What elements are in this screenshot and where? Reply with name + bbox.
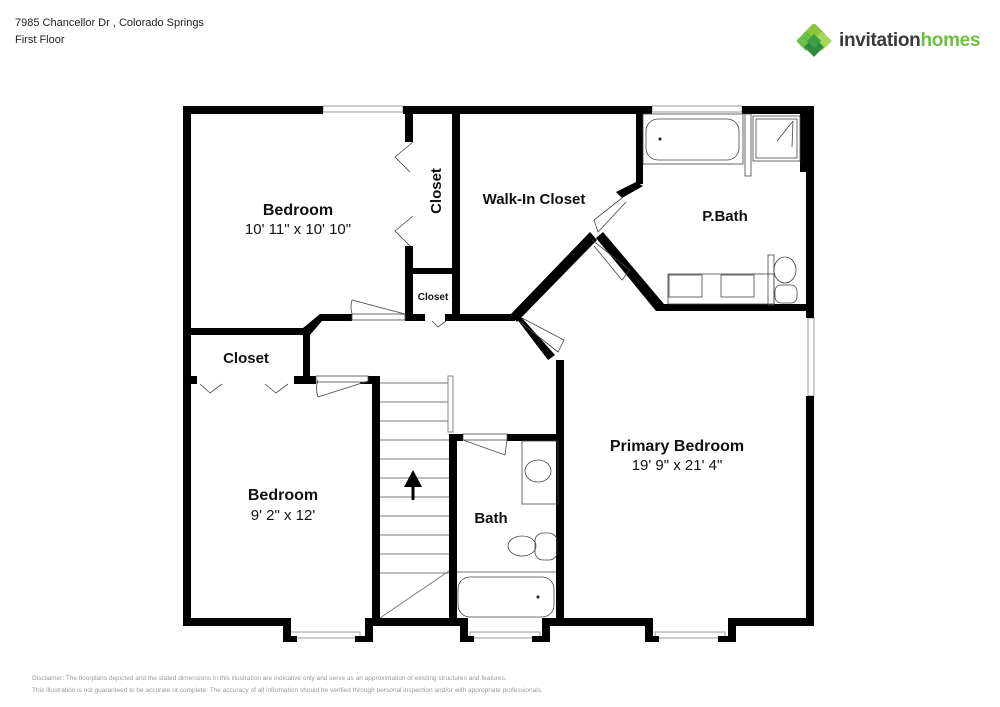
logo-text: invitationhomes — [839, 30, 981, 51]
bath-name: Bath — [474, 510, 507, 527]
closet2-name: Closet — [418, 292, 449, 303]
windows — [289, 105, 815, 639]
staircase — [379, 382, 450, 619]
invitation-homes-logo: invitationhomes — [797, 24, 981, 58]
toilet-bath — [507, 535, 537, 557]
bedroom1-dims: 10' 11" x 10' 10" — [245, 221, 351, 238]
property-header: 7985 Chancellor Dr , Colorado Springs Fi… — [15, 15, 204, 49]
stair-up-arrow-icon — [404, 470, 422, 500]
pbath-name: P.Bath — [702, 208, 748, 225]
primary-name: Primary Bedroom — [610, 438, 744, 455]
disclaimer-line2: This illustration is not guaranteed to b… — [32, 687, 543, 694]
logo-diamond-icon — [797, 24, 832, 57]
doors — [199, 141, 631, 456]
disclaimer: Disclaimer: The floorplans depicted and … — [32, 673, 543, 697]
address-text: 7985 Chancellor Dr , Colorado Springs — [15, 17, 204, 29]
bedroom2-dims: 9' 2" x 12' — [251, 507, 316, 524]
closet3-name: Closet — [223, 350, 269, 367]
fixtures — [457, 113, 801, 618]
walkin-name: Walk-In Closet — [483, 191, 586, 208]
toilet-primary — [773, 256, 797, 284]
bedroom1-name: Bedroom — [263, 202, 333, 219]
floor-label: First Floor — [15, 34, 65, 46]
room-labels: Bedroom 10' 11" x 10' 10" Closet Closet … — [223, 168, 748, 527]
bedroom2-name: Bedroom — [248, 487, 318, 504]
closet1-name: Closet — [428, 168, 445, 214]
primary-dims: 19' 9" x 21' 4" — [632, 457, 723, 474]
bathtub-primary — [645, 118, 740, 161]
walls — [183, 106, 814, 642]
bathtub-bath — [457, 576, 555, 618]
disclaimer-line1: Disclaimer: The floorplans depicted and … — [32, 675, 507, 682]
stair-rail — [447, 375, 454, 433]
